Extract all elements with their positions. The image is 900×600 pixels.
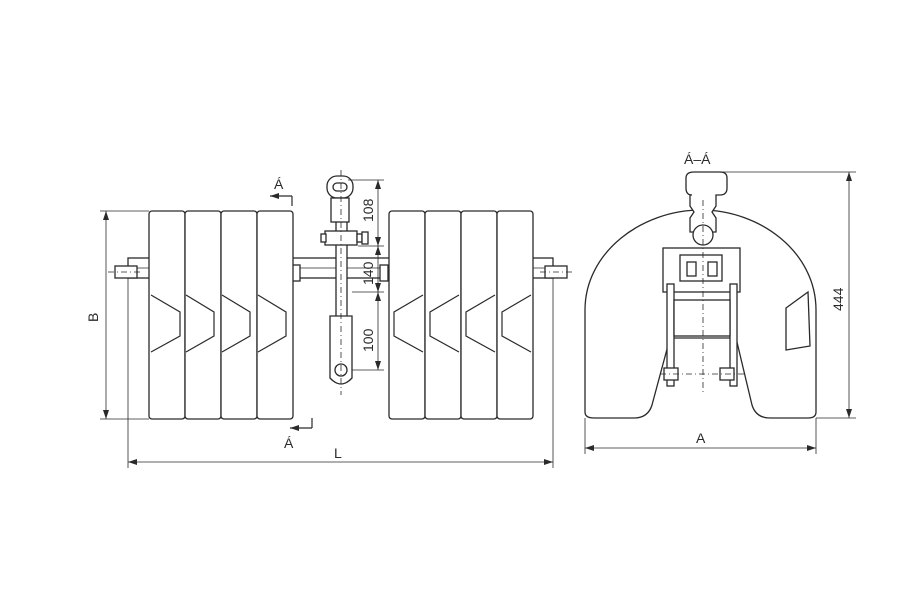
dimension-100-label: 100 (360, 328, 376, 352)
section-label-top: Á (274, 176, 284, 192)
section-marker-top: Á (270, 176, 293, 206)
center-clamp (320, 170, 369, 395)
dimension-l-label: L (334, 445, 342, 461)
dimension-108-label: 108 (360, 198, 376, 222)
dimension-a: A (584, 418, 817, 454)
section-view: Á–Á 444 (584, 151, 856, 454)
section-label-bottom: Á (284, 435, 294, 451)
dimension-444: 444 (722, 171, 856, 419)
section-view-title: Á–Á (684, 151, 711, 167)
dimension-chain-hanger: 108 140 100 (348, 179, 384, 371)
dimension-140-label: 140 (360, 261, 376, 285)
pad-group-left (148, 210, 294, 420)
front-view: Á Á B L (85, 170, 574, 468)
dimension-a-label: A (696, 430, 706, 446)
clamp-head (685, 171, 728, 233)
pad-group-right (388, 210, 534, 420)
dimension-l: L (127, 278, 554, 468)
dimension-b-label: B (85, 313, 101, 322)
dimension-444-label: 444 (830, 287, 846, 311)
dimension-b: B (85, 210, 149, 420)
section-marker-bottom: Á (284, 418, 313, 451)
